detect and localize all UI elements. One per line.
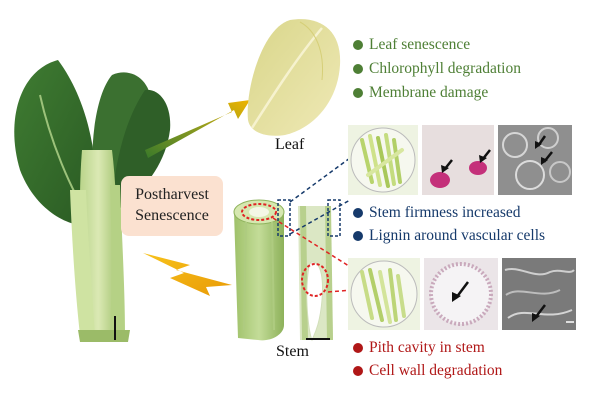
bullet-dot [353, 231, 363, 241]
leaf-effect-2: Chlorophyll degradation [369, 60, 521, 77]
leaf-label: Leaf [275, 136, 305, 153]
stem-effect-red-1: Pith cavity in stem [369, 339, 485, 356]
micrograph-top-sem [498, 125, 572, 195]
stem-label: Stem [276, 343, 309, 360]
postharvest-label: Postharvest [135, 186, 209, 204]
whole-plant-image [14, 60, 171, 342]
vascular-highlight-2 [277, 199, 291, 237]
red-connector-top [272, 217, 353, 269]
postharvest-senescence-box: Postharvest Senescence [121, 176, 223, 236]
stem-effect-blue-1: Stem firmness increased [369, 204, 521, 221]
bullet-dot [353, 40, 363, 50]
micrograph-bottom-stain [424, 258, 498, 330]
bullet-dot [353, 343, 363, 353]
leaf-effect-1: Leaf senescence [369, 36, 471, 53]
micrograph-top-stain [422, 125, 494, 195]
bullet-dot [353, 64, 363, 74]
senescence-label: Senescence [135, 207, 209, 224]
stem-effect-blue-2: Lignin around vascular cells [369, 227, 546, 244]
stem-segment-image [233, 199, 285, 341]
bullet-dot [353, 88, 363, 98]
micrograph-bottom-sem [502, 258, 576, 330]
bullet-dot [353, 208, 363, 218]
leaf-effect-3: Membrane damage [369, 84, 489, 101]
cavity-highlight [301, 263, 329, 297]
pith-highlight [241, 203, 277, 221]
stem-effect-red-2: Cell wall degradation [369, 362, 503, 379]
senescent-leaf-image [247, 19, 341, 136]
vascular-highlight [327, 199, 341, 237]
micrograph-top-photo [348, 125, 418, 195]
to-leaf-arrow [145, 100, 250, 158]
stem-cross-section-image [298, 206, 333, 342]
bullet-dot [353, 366, 363, 376]
blue-connector-bottom [289, 199, 351, 235]
blue-connector-top [289, 157, 351, 203]
micrograph-bottom-photo [348, 258, 420, 330]
lightning-bolt-icon [143, 253, 232, 296]
